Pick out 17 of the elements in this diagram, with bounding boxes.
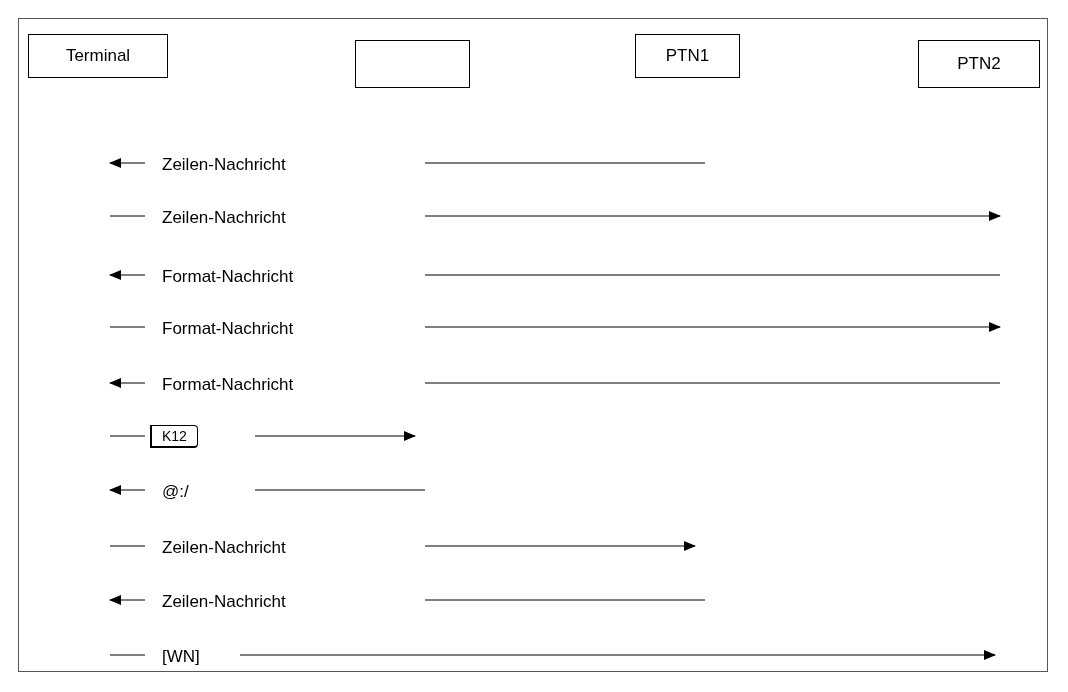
key-label: K12 [150,425,198,448]
message-label: Format-Nachricht [162,267,294,287]
message-label: Format-Nachricht [162,319,294,339]
message-label: [WN] [162,647,200,667]
message-label: Zeilen-Nachricht [162,592,286,612]
message-label: Format-Nachricht [162,375,294,395]
participant-box [355,40,470,88]
message-label: @:/ [162,482,189,502]
participant-name: PTN1 [665,46,710,66]
message-label: Zeilen-Nachricht [162,538,286,558]
participant-box [635,34,740,78]
participant-box [918,40,1040,88]
participant-name: Terminal [65,46,131,66]
participant-name: PTN2 [957,54,1001,74]
message-label: Zeilen-Nachricht [162,155,286,175]
message-label: Zeilen-Nachricht [162,208,286,228]
participant-box [28,34,168,78]
